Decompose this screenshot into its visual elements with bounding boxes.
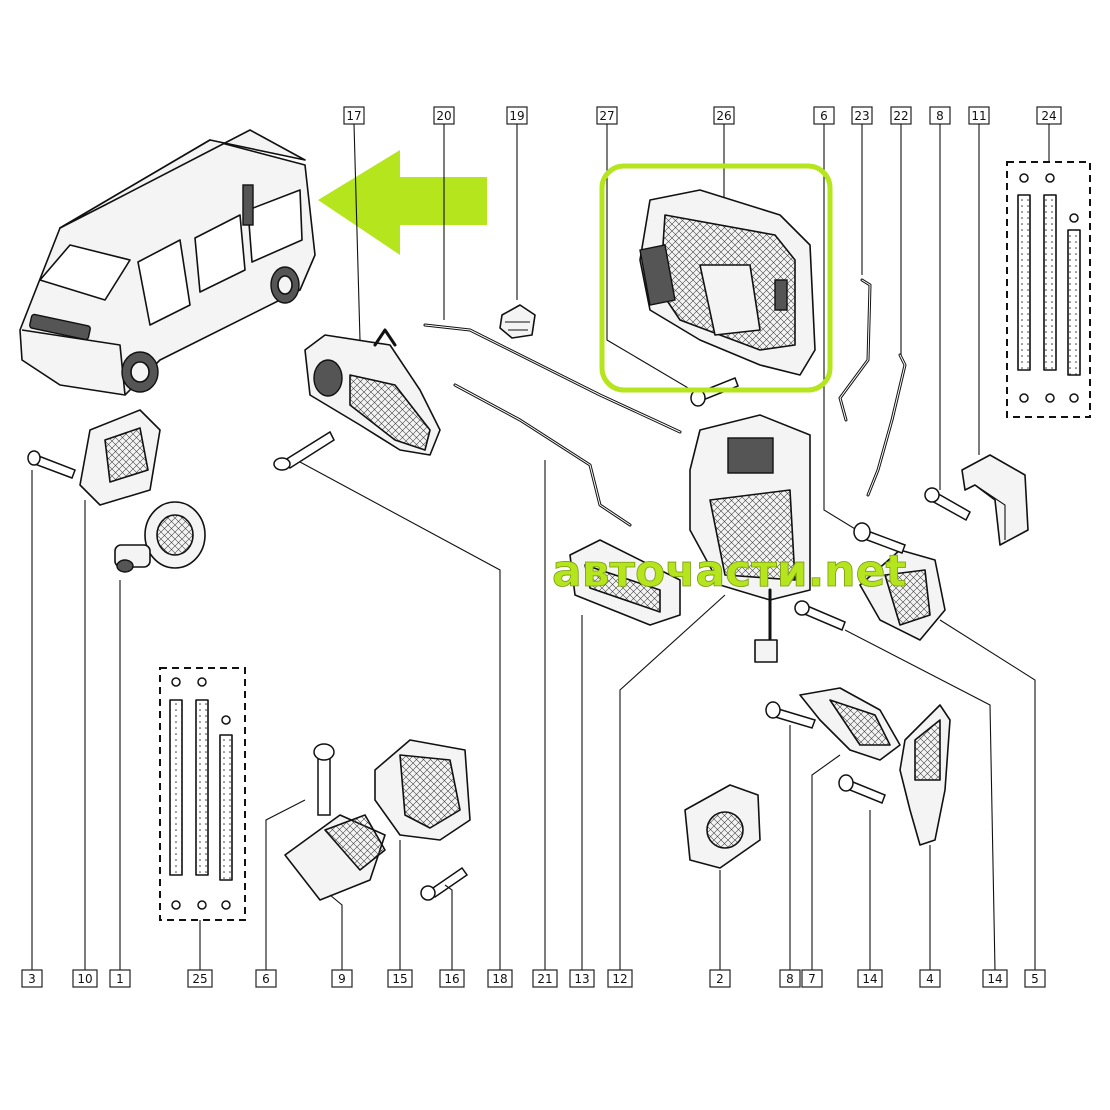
svg-text:6: 6: [820, 109, 828, 123]
svg-text:25: 25: [192, 972, 207, 986]
cover-plate-part-10: [79, 409, 161, 506]
svg-text:22: 22: [893, 109, 908, 123]
bracket-part-5: [859, 549, 946, 641]
rod-part-22: [866, 353, 907, 497]
svg-text:1: 1: [116, 972, 124, 986]
callout-10: 10: [72, 969, 98, 988]
svg-text:24: 24: [1041, 109, 1056, 123]
callout-26: 26: [713, 106, 735, 210]
svg-text:21: 21: [537, 972, 552, 986]
hinge-arm-part-4: [899, 704, 951, 846]
callout-23: 23: [851, 106, 873, 275]
lock-mechanism-part-26: [639, 189, 816, 376]
bolt-icon: [313, 743, 335, 816]
callout-2: 2: [709, 969, 731, 988]
exterior-handle-part-17: [304, 328, 441, 456]
grommet-part-2: [684, 784, 761, 869]
svg-text:11: 11: [971, 109, 986, 123]
svg-text:26: 26: [716, 109, 731, 123]
svg-text:15: 15: [392, 972, 407, 986]
callout-24: 24: [1036, 106, 1062, 162]
svg-text:14: 14: [862, 972, 877, 986]
callout-5: 5: [1024, 969, 1046, 988]
svg-text:10: 10: [77, 972, 92, 986]
green-arrow-icon: [318, 150, 487, 255]
screw-icon: [765, 701, 816, 729]
svg-text:5: 5: [1031, 972, 1039, 986]
gas-strut-kit-part-25: [159, 667, 246, 921]
clip-part-19: [499, 304, 536, 339]
callout-13: 13: [569, 969, 595, 988]
top-callouts: 17 20 19 27 26 6 23: [343, 106, 1062, 536]
svg-text:20: 20: [436, 109, 451, 123]
svg-text:16: 16: [444, 972, 459, 986]
callout-19: 19: [506, 106, 528, 300]
svg-text:9: 9: [338, 972, 346, 986]
svg-text:17: 17: [346, 109, 361, 123]
svg-text:8: 8: [936, 109, 944, 123]
bracket-part-11: [961, 454, 1029, 546]
callout-12: 12: [607, 969, 633, 988]
rod-part-20: [423, 323, 682, 434]
callout-1: 1: [109, 969, 131, 988]
callout-7: 7: [801, 969, 823, 988]
latch-part-13: [569, 539, 681, 626]
callout-6-bottom: 6: [255, 969, 277, 988]
watermark: авточасти.net: [552, 546, 907, 597]
van-illustration: [19, 129, 316, 396]
svg-text:19: 19: [509, 109, 524, 123]
callout-9: 9: [331, 969, 353, 988]
bottom-callouts: 3 10 1 25 6 9 15 16 18 21 13 12 2 8 7 14…: [21, 969, 1046, 988]
svg-text:18: 18: [492, 972, 507, 986]
lock-body-part-12: [689, 414, 811, 663]
screw-icon: [27, 450, 76, 479]
callout-27: 27: [596, 106, 701, 396]
svg-text:2: 2: [716, 972, 724, 986]
svg-text:12: 12: [612, 972, 627, 986]
screw-icon: [420, 866, 469, 901]
callout-6-top: 6: [813, 106, 866, 536]
callout-16: 16: [439, 969, 465, 988]
lock-cylinder-part-1: [114, 501, 206, 573]
striker-part-9: [284, 814, 386, 901]
hinge-lock-part-15: [374, 739, 471, 841]
highlight-frame: [599, 163, 833, 393]
callout-22: 22: [890, 106, 912, 355]
callout-11: 11: [968, 106, 990, 455]
screw-icon: [794, 600, 846, 631]
callout-18: 18: [487, 969, 513, 988]
callout-14-a: 14: [857, 969, 883, 988]
screw-icon: [924, 487, 971, 522]
svg-text:7: 7: [808, 972, 816, 986]
bolt-icon: [853, 522, 906, 554]
callout-17: 17: [343, 106, 365, 341]
screw-icon: [838, 774, 886, 804]
callout-14-b: 14: [982, 969, 1008, 988]
callout-15: 15: [387, 969, 413, 988]
screw-icon: [273, 430, 335, 471]
rod-part-21: [453, 383, 632, 527]
svg-text:6: 6: [262, 972, 270, 986]
svg-text:13: 13: [574, 972, 589, 986]
callout-4: 4: [919, 969, 941, 988]
callout-3: 3: [21, 969, 43, 988]
svg-text:4: 4: [926, 972, 934, 986]
callout-21: 21: [532, 969, 558, 988]
callout-8-top: 8: [929, 106, 951, 490]
gas-strut-kit-part-24: [1006, 161, 1091, 418]
svg-text:27: 27: [599, 109, 614, 123]
svg-text:23: 23: [854, 109, 869, 123]
callout-20: 20: [433, 106, 455, 320]
svg-text:8: 8: [786, 972, 794, 986]
bottom-leader-lines: [31, 460, 1036, 971]
callout-8-bottom: 8: [779, 969, 801, 988]
svg-text:14: 14: [987, 972, 1002, 986]
interior-handle-part-7: [799, 687, 901, 761]
rod-part-23: [838, 278, 872, 422]
callout-25: 25: [187, 969, 213, 988]
svg-text:3: 3: [28, 972, 36, 986]
